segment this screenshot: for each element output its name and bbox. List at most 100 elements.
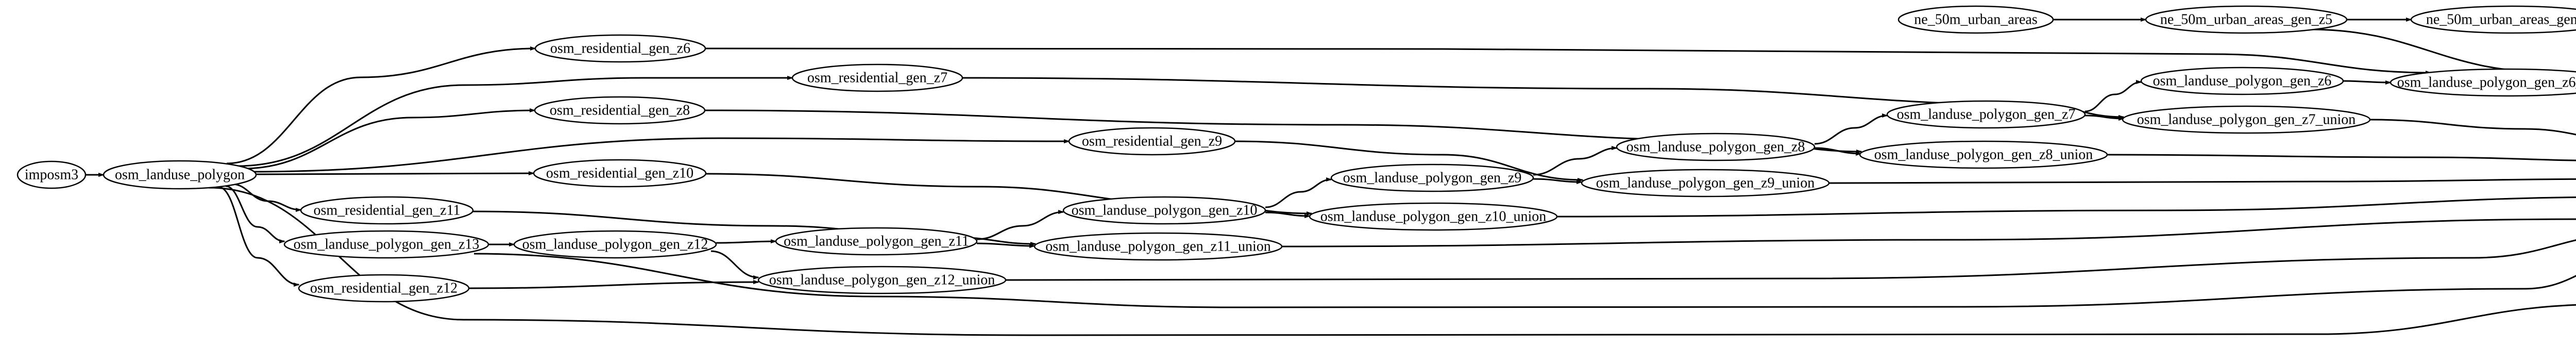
node-label-osm_landuse_polygon_gen_z12_union: osm_landuse_polygon_gen_z12_union xyxy=(769,272,995,288)
edge-osm_landuse_polygon_gen_z12-to-osm_landuse_polygon_gen_z12_union xyxy=(710,250,759,279)
node-ellipse-osm_landuse_polygon_gen_z9 xyxy=(1330,163,1534,192)
node-ellipse-osm_residential_gen_z12 xyxy=(298,274,470,303)
node-label-osm_residential_gen_z8: osm_residential_gen_z8 xyxy=(550,103,690,119)
node-label-osm_residential_gen_z6: osm_residential_gen_z6 xyxy=(550,41,690,57)
edge-osm_residential_gen_z6-to-osm_landuse_polygon_gen_z6_union xyxy=(705,47,2432,75)
node-ellipse-osm_residential_gen_z9 xyxy=(1068,127,1236,156)
node-ellipse-osm_landuse_polygon_gen_z6_union xyxy=(2389,68,2576,97)
node-label-osm_landuse_polygon_gen_z13: osm_landuse_polygon_gen_z13 xyxy=(294,237,480,253)
edge-osm_landuse_polygon_gen_z6-to-osm_landuse_polygon_gen_z6_union xyxy=(2343,80,2392,85)
node-osm_landuse_polygon_gen_z8_union: osm_landuse_polygon_gen_z8_union xyxy=(1859,140,2108,169)
node-ellipse-ne_50m_urban_areas_gen_z5 xyxy=(2145,5,2348,34)
node-ne_50m_urban_areas: ne_50m_urban_areas xyxy=(1897,5,2054,34)
node-label-osm_landuse_polygon_gen_z10: osm_landuse_polygon_gen_z10 xyxy=(1072,203,1258,219)
node-ellipse-osm_landuse_polygon_gen_z9_union xyxy=(1581,169,1830,198)
node-label-ne_50m_urban_areas: ne_50m_urban_areas xyxy=(1914,12,2037,28)
edge-osm_landuse_polygon_gen_z7-to-osm_landuse_polygon_gen_z6 xyxy=(2084,80,2142,112)
node-ellipse-ne_50m_urban_areas_gen_z4 xyxy=(2410,5,2576,34)
node-osm_landuse_polygon_gen_z11_union: osm_landuse_polygon_gen_z11_union xyxy=(1033,232,1283,261)
edge-osm_landuse_polygon_gen_z13-to-row-z13 xyxy=(473,253,2576,308)
node-osm_landuse_polygon_gen_z10: osm_landuse_polygon_gen_z10 xyxy=(1062,196,1266,225)
node-ellipse-imposm3 xyxy=(16,160,87,189)
node-ellipse-osm_residential_gen_z10 xyxy=(533,159,707,188)
node-osm_landuse_polygon_gen_z6: osm_landuse_polygon_gen_z6 xyxy=(2140,67,2344,95)
edge-osm_landuse_polygon-to-osm_residential_gen_z12 xyxy=(218,186,300,287)
node-osm_landuse_polygon_gen_z6_union: osm_landuse_polygon_gen_z6_union xyxy=(2389,68,2576,97)
node-ellipse-osm_residential_gen_z7 xyxy=(791,63,963,92)
node-osm_residential_gen_z9: osm_residential_gen_z9 xyxy=(1068,127,1236,156)
node-ellipse-osm_landuse_polygon_gen_z11 xyxy=(775,227,978,256)
edge-osm_landuse_polygon_gen_z8_union-to-row-z8 xyxy=(2107,154,2576,161)
node-ellipse-osm_landuse_polygon xyxy=(103,160,257,190)
node-osm_landuse_polygon_gen_z10_union: osm_landuse_polygon_gen_z10_union xyxy=(1309,202,1558,231)
node-ellipse-osm_landuse_polygon_gen_z11_union xyxy=(1033,232,1283,261)
node-osm_landuse_polygon: osm_landuse_polygon xyxy=(103,160,257,190)
edge-osm_landuse_polygon-to-osm_residential_gen_z8 xyxy=(242,108,536,170)
node-ellipse-osm_landuse_polygon_gen_z12_union xyxy=(757,266,1007,294)
edge-osm_landuse_polygon_gen_z10-to-osm_landuse_polygon_gen_z9 xyxy=(1265,177,1332,208)
edge-osm_landuse_polygon-to-osm_residential_gen_z9 xyxy=(252,137,1070,173)
edge-osm_landuse_polygon_gen_z7_union-to-row-z7 xyxy=(2369,119,2576,136)
edge-osm_landuse_polygon_gen_z11-to-osm_landuse_polygon_gen_z10 xyxy=(976,210,1064,240)
node-osm_landuse_polygon_gen_z7_union: osm_landuse_polygon_gen_z7_union xyxy=(2122,105,2371,134)
edge-osm_landuse_polygon-to-osm_residential_gen_z6 xyxy=(226,46,536,164)
edge-osm_landuse_polygon_gen_z9-to-osm_landuse_polygon_gen_z8 xyxy=(1533,146,1618,176)
edge-osm_landuse_polygon_gen_z8-to-osm_landuse_polygon_gen_z7 xyxy=(1814,113,1888,145)
node-osm_landuse_polygon_gen_z9_union: osm_landuse_polygon_gen_z9_union xyxy=(1581,169,1830,198)
edge-osm_landuse_polygon_gen_z9_union-to-row-z9 xyxy=(1828,178,2576,184)
node-osm_landuse_polygon_gen_z11: osm_landuse_polygon_gen_z11 xyxy=(775,227,978,256)
node-label-osm_landuse_polygon_gen_z9_union: osm_landuse_polygon_gen_z9_union xyxy=(1596,175,1815,191)
edge-osm_landuse_polygon-to-osm_landuse_polygon_gen_z13 xyxy=(225,185,285,243)
node-ellipse-osm_landuse_polygon_gen_z13 xyxy=(283,230,489,259)
edge-osm_landuse_polygon_gen_z12-to-osm_landuse_polygon_gen_z11 xyxy=(716,239,777,244)
node-osm_landuse_polygon_gen_z7: osm_landuse_polygon_gen_z7 xyxy=(1886,100,2086,129)
node-label-osm_landuse_polygon_gen_z6_union: osm_landuse_polygon_gen_z6_union xyxy=(2397,75,2576,91)
node-ellipse-osm_landuse_polygon_gen_z6 xyxy=(2140,67,2344,95)
edge-osm_landuse_polygon_gen_z11_union-to-row-z11 xyxy=(1281,218,2576,248)
node-ellipse-ne_50m_urban_areas xyxy=(1897,5,2054,34)
node-osm_landuse_polygon_gen_z9: osm_landuse_polygon_gen_z9 xyxy=(1330,163,1534,192)
node-label-ne_50m_urban_areas_gen_z5: ne_50m_urban_areas_gen_z5 xyxy=(2160,12,2332,28)
node-ellipse-osm_landuse_polygon_gen_z10_union xyxy=(1309,202,1558,231)
edge-osm_landuse_polygon_gen_z12_union-to-row-z12 xyxy=(1005,239,2576,281)
node-label-osm_landuse_polygon_gen_z11_union: osm_landuse_polygon_gen_z11_union xyxy=(1045,239,1271,255)
node-label-osm_landuse_polygon_gen_z6: osm_landuse_polygon_gen_z6 xyxy=(2153,73,2332,89)
node-ellipse-osm_landuse_polygon_gen_z12 xyxy=(513,230,717,259)
node-ellipse-osm_landuse_polygon_gen_z8 xyxy=(1616,133,1816,161)
edge-osm_residential_gen_z9-to-osm_landuse_polygon_gen_z9_union xyxy=(1234,140,1584,182)
edge-osm_landuse_polygon-to-osm_residential_gen_z7 xyxy=(236,76,793,167)
edge-osm_landuse_polygon_gen_z10_union-to-row-z10 xyxy=(1556,196,2576,218)
node-ne_50m_urban_areas_gen_z4: ne_50m_urban_areas_gen_z4 xyxy=(2410,5,2576,34)
node-ellipse-osm_landuse_polygon_gen_z8_union xyxy=(1859,140,2108,169)
node-ellipse-osm_landuse_polygon_gen_z10 xyxy=(1062,196,1266,225)
node-osm_residential_gen_z8: osm_residential_gen_z8 xyxy=(534,96,706,125)
node-osm_landuse_polygon_gen_z12: osm_landuse_polygon_gen_z12 xyxy=(513,230,717,259)
edge-osm_landuse_polygon_gen_z11-to-osm_landuse_polygon_gen_z11_union xyxy=(976,242,1036,248)
node-osm_residential_gen_z12: osm_residential_gen_z12 xyxy=(298,274,470,303)
nodes-layer: imposm3 osm_landuse_polygon osm_residentia… xyxy=(16,5,2576,303)
node-label-imposm3: imposm3 xyxy=(25,167,78,183)
edges-layer xyxy=(86,18,2576,336)
node-label-osm_landuse_polygon_gen_z7: osm_landuse_polygon_gen_z7 xyxy=(1897,107,2076,123)
node-osm_residential_gen_z10: osm_residential_gen_z10 xyxy=(533,159,707,188)
node-osm_residential_gen_z11: osm_residential_gen_z11 xyxy=(300,196,474,225)
node-label-osm_landuse_polygon_gen_z9: osm_landuse_polygon_gen_z9 xyxy=(1343,170,1522,186)
node-ellipse-osm_landuse_polygon_gen_z7 xyxy=(1886,100,2086,129)
node-ellipse-osm_residential_gen_z6 xyxy=(534,34,706,63)
node-label-osm_residential_gen_z7: osm_residential_gen_z7 xyxy=(807,70,947,86)
node-label-osm_residential_gen_z11: osm_residential_gen_z11 xyxy=(313,203,460,219)
node-label-ne_50m_urban_areas_gen_z4: ne_50m_urban_areas_gen_z4 xyxy=(2426,12,2576,28)
node-ellipse-osm_residential_gen_z8 xyxy=(534,96,706,125)
node-osm_landuse_polygon_gen_z12_union: osm_landuse_polygon_gen_z12_union xyxy=(757,266,1007,294)
node-label-osm_landuse_polygon_gen_z7_union: osm_landuse_polygon_gen_z7_union xyxy=(2137,112,2356,128)
node-label-osm_landuse_polygon_gen_z11: osm_landuse_polygon_gen_z11 xyxy=(784,234,969,250)
node-label-osm_landuse_polygon_gen_z12: osm_landuse_polygon_gen_z12 xyxy=(522,237,708,253)
node-label-osm_landuse_polygon: osm_landuse_polygon xyxy=(115,167,245,183)
node-osm_landuse_polygon_gen_z8: osm_landuse_polygon_gen_z8 xyxy=(1616,133,1816,161)
node-ne_50m_urban_areas_gen_z5: ne_50m_urban_areas_gen_z5 xyxy=(2145,5,2348,34)
node-label-osm_residential_gen_z12: osm_residential_gen_z12 xyxy=(310,281,457,297)
edge-osm_landuse_polygon_gen_z10-to-osm_landuse_polygon_gen_z10_union xyxy=(1265,211,1311,218)
node-imposm3: imposm3 xyxy=(16,160,87,189)
